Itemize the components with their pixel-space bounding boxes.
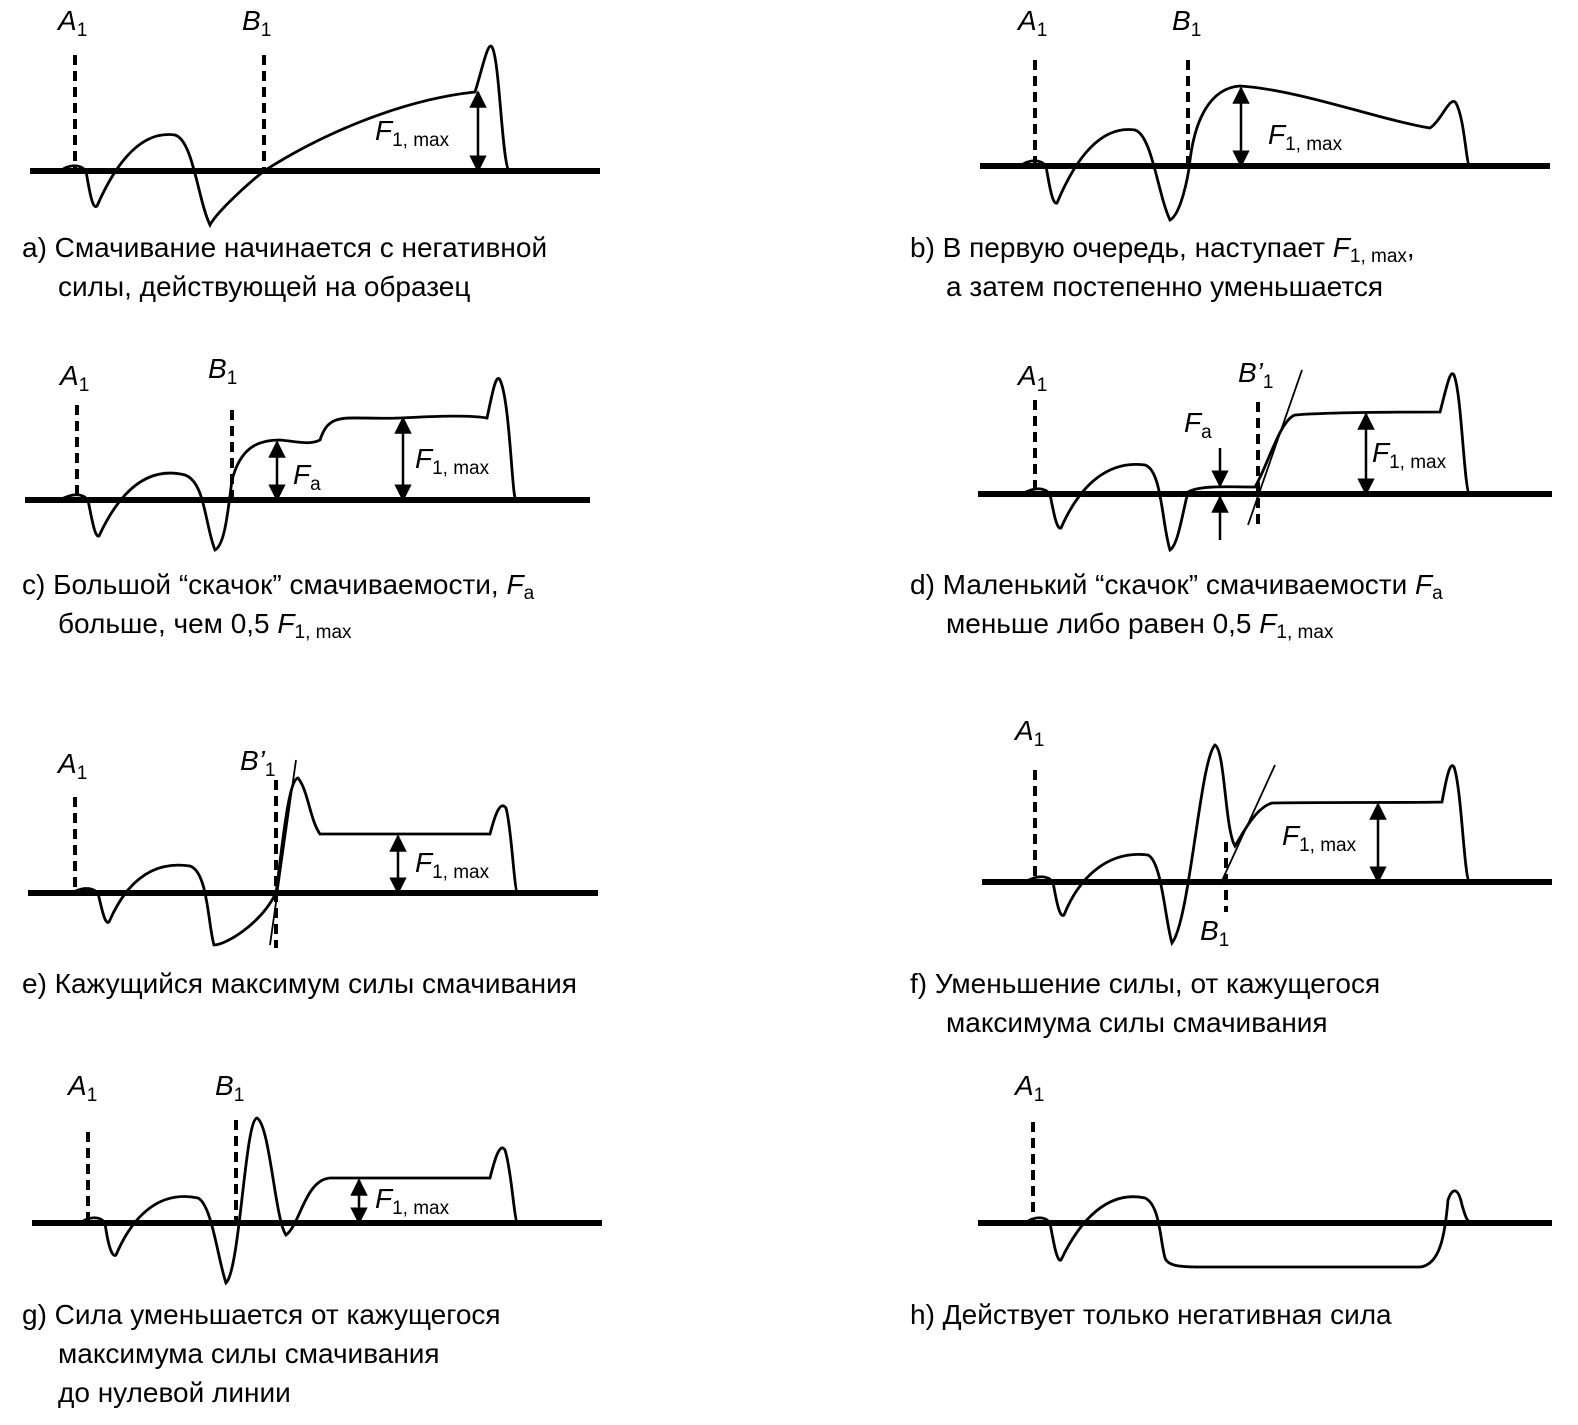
panel-b-graph: A1 B1 F1, max [980,5,1550,222]
caption-line: меньше либо равен 0,5 F1, max [946,608,1334,643]
label-b1: B1 [1172,5,1201,41]
caption-f: f) Уменьшение силы, от кажущегося максим… [910,964,1380,1042]
panel-a-graph: A1 B1 F1, max [30,5,600,229]
tangent-line [1247,369,1303,526]
panel-d-graph: A1 B’1 Fa F1, max [978,357,1552,553]
caption-line: b) В первую очередь, наступает F1, max, [910,232,1415,267]
caption-line: e) Кажущийся максимум силы смачивания [22,968,577,999]
label-f1max: F1, max [375,1183,450,1219]
tangent-line [1219,764,1276,886]
label-a1: A1 [1016,5,1047,41]
label-a1: A1 [1013,715,1044,751]
panel-e-graph: A1 B’1 F1, max [28,745,598,948]
caption-line: c) Большой “скачок” смачиваемости, Fa [22,569,535,604]
label-a1: A1 [1016,360,1047,396]
label-f1max: F1, max [415,847,490,883]
label-fa: Fa [293,459,321,495]
caption-line: h) Действует только негативная сила [910,1299,1392,1330]
label-a1: A1 [1013,1070,1044,1106]
label-a1: A1 [58,360,89,396]
caption-line: a) Смачивание начинается с негативной [22,232,548,263]
caption-line: максимума силы смачивания [946,1007,1328,1038]
label-f1max: F1, max [1282,820,1357,856]
tangent-line [269,759,297,946]
caption-b: b) В первую очередь, наступает F1, max, … [910,228,1415,306]
caption-line: максимума силы смачивания [58,1338,440,1369]
caption-a: a) Смачивание начинается с негативной си… [22,228,547,306]
label-f1max: F1, max [415,443,490,479]
label-a1: A1 [66,1070,97,1106]
label-f1max: F1, max [375,115,450,151]
label-a1: A1 [56,5,87,41]
label-b1-prime: B’1 [1238,357,1273,393]
caption-g: g) Сила уменьшается от кажущегося максим… [22,1295,501,1412]
panel-f-graph: A1 B1 F1, max [982,715,1552,951]
label-a1: A1 [56,748,87,784]
panel-h-graph: A1 [978,1070,1552,1269]
label-f1max: F1, max [1372,437,1447,473]
panel-c-graph: A1 B1 Fa F1, max [25,353,590,552]
caption-h: h) Действует только негативная сила [910,1295,1392,1334]
wetting-curve [1024,743,1472,946]
label-b1: B1 [1200,915,1229,951]
caption-c: c) Большой “скачок” смачиваемости, Fa бо… [22,565,534,643]
label-b1: B1 [215,1070,244,1106]
caption-d: d) Маленький “скачок” смачиваемости Fa м… [910,565,1443,643]
wetting-curve [71,776,520,947]
wetting-curve [79,1116,520,1286]
wetting-curve [1019,84,1472,222]
caption-line: силы, действующей на образец [58,271,471,302]
panel-g-graph: A1 B1 F1, max [32,1070,602,1286]
label-b1: B1 [208,353,237,389]
caption-line: g) Сила уменьшается от кажущегося [22,1299,501,1330]
caption-line: d) Маленький “скачок” смачиваемости Fa [910,569,1443,604]
caption-e: e) Кажущийся максимум силы смачивания [22,964,577,1003]
caption-line: больше, чем 0,5 F1, max [58,608,352,643]
caption-line: до нулевой линии [58,1377,291,1408]
label-f1max: F1, max [1268,119,1343,155]
label-fa: Fa [1184,407,1212,443]
wetting-curve [59,44,512,229]
wetting-curve [1021,372,1472,553]
label-b1: B1 [242,5,271,41]
wetting-curve [1024,1189,1473,1269]
caption-line: f) Уменьшение силы, от кажущегося [910,968,1381,999]
wetting-curve [59,376,518,552]
label-b1-prime: B’1 [240,745,275,781]
caption-line: а затем постепенно уменьшается [946,271,1383,302]
